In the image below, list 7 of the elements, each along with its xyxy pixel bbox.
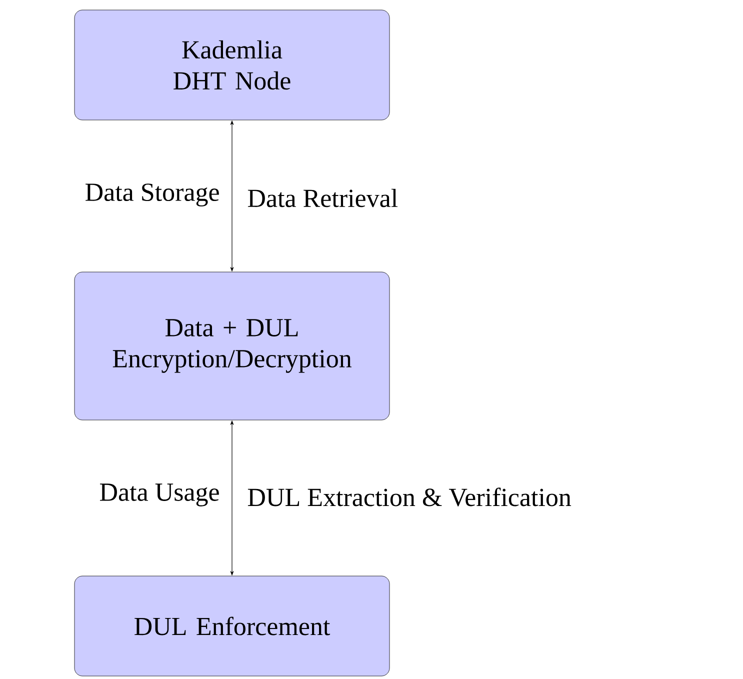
- edge-label: Data Usage: [97, 482, 222, 508]
- line-label: Data Retrieval: [245, 186, 400, 210]
- process-box: Kademlia DHT Node: [74, 10, 390, 120]
- line-label: DUL Extraction & Verification: [245, 486, 574, 508]
- edge-label: Data Storage: [82, 182, 222, 208]
- process-box: DUL Enforcement: [74, 576, 390, 676]
- process-box: Data + DUL Encryption/Decryption: [74, 272, 390, 420]
